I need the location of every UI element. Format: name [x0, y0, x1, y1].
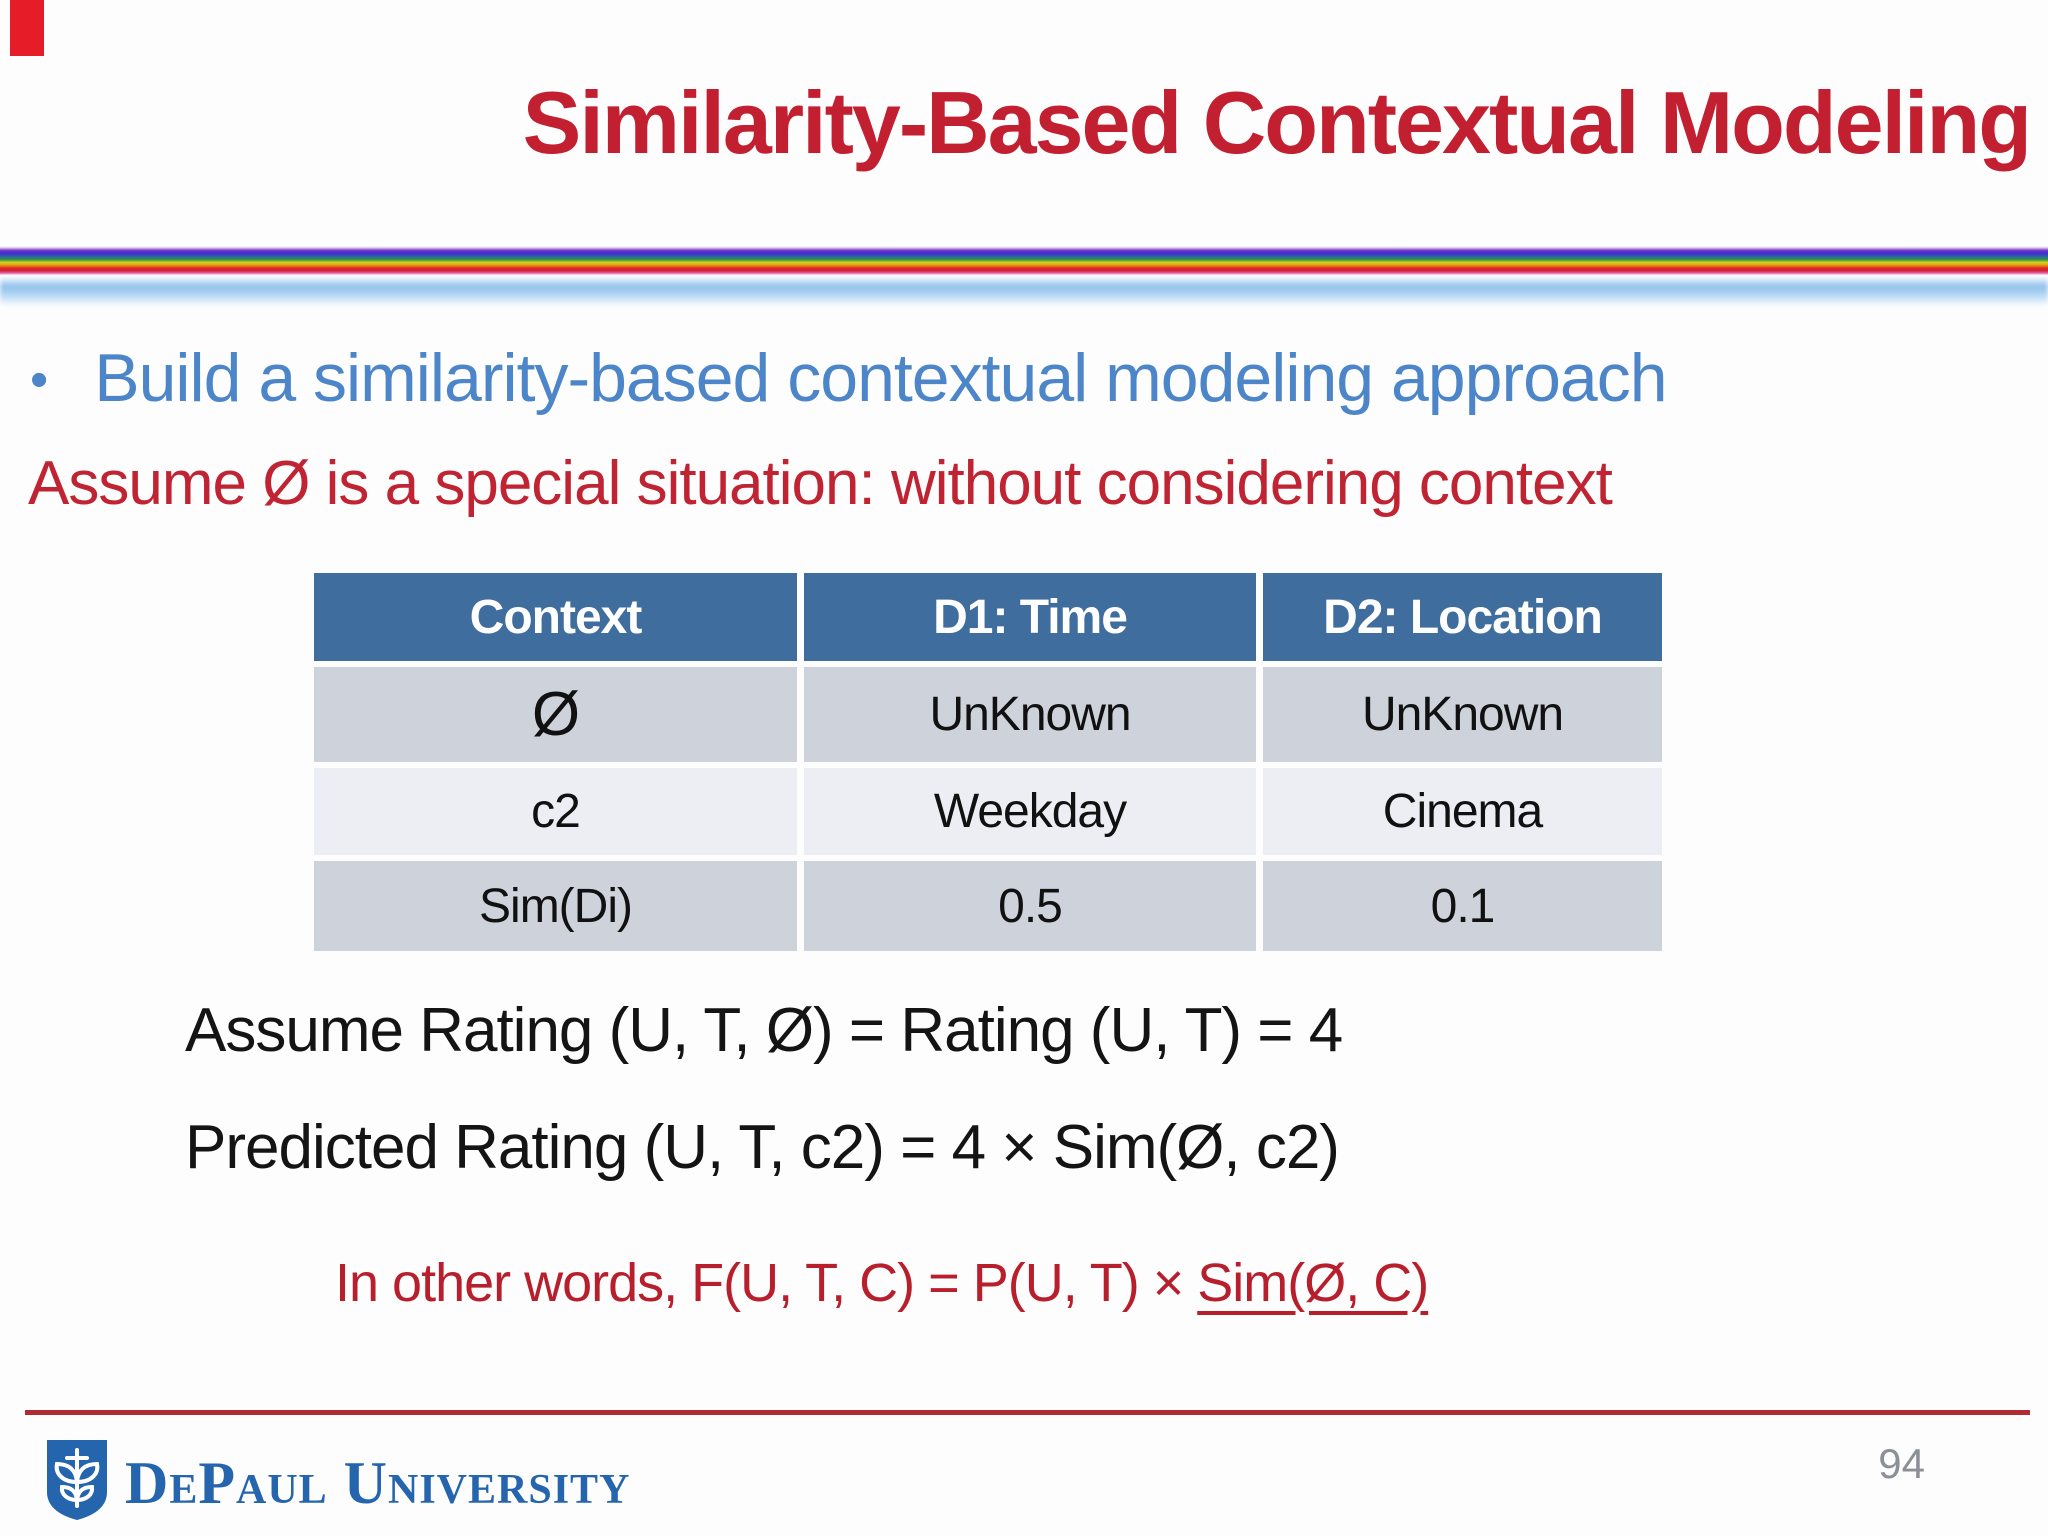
- bullet-text: Build a similarity-based contextual mode…: [94, 340, 1667, 416]
- formula-assume-rating: Assume Rating (U, T, Ø) = Rating (U, T) …: [185, 996, 1343, 1065]
- table-cell-context-empty-set: Ø: [314, 667, 797, 762]
- bullet-marker: •: [30, 351, 49, 409]
- context-table: Context D1: Time D2: Location Ø UnKnown …: [314, 573, 1662, 951]
- table-header-context: Context: [314, 573, 797, 661]
- table-cell-context-c2: c2: [314, 768, 797, 855]
- rainbow-divider-glow: [0, 276, 2048, 306]
- table-cell-time-weekday: Weekday: [804, 768, 1256, 855]
- page-number: 94: [1878, 1440, 1925, 1487]
- red-corner-marker: [10, 0, 44, 56]
- table-header-d1-time: D1: Time: [804, 573, 1256, 661]
- table-cell-sim-time: 0.5: [804, 861, 1256, 951]
- footer-divider-line: [25, 1410, 2030, 1415]
- slide-title: Similarity-Based Contextual Modeling: [522, 73, 2032, 172]
- table-cell-sim-di: Sim(Di): [314, 861, 797, 951]
- depaul-logo: DePaul University: [43, 1438, 630, 1527]
- depaul-logo-text: DePaul University: [125, 1449, 631, 1516]
- depaul-shield-icon: [43, 1438, 111, 1527]
- rainbow-divider: [0, 246, 2048, 275]
- table-cell-sim-location: 0.1: [1263, 861, 1662, 951]
- conclusion-prefix: In other words, F(U, T, C) = P(U, T) ×: [335, 1253, 1198, 1313]
- formula-predicted-rating: Predicted Rating (U, T, c2) = 4 × Sim(Ø,…: [185, 1113, 1340, 1182]
- bullet-item: • Build a similarity-based contextual mo…: [30, 336, 2008, 424]
- table-header-d2-location: D2: Location: [1263, 573, 1662, 661]
- conclusion-underlined-term: Sim(Ø, C): [1197, 1253, 1429, 1313]
- table-cell-location-unknown: UnKnown: [1263, 667, 1662, 762]
- conclusion-text: In other words, F(U, T, C) = P(U, T) × S…: [335, 1252, 2008, 1314]
- table-cell-time-unknown: UnKnown: [804, 667, 1256, 762]
- table-cell-location-cinema: Cinema: [1263, 768, 1662, 855]
- assumption-text: Assume Ø is a special situation: without…: [28, 449, 1613, 518]
